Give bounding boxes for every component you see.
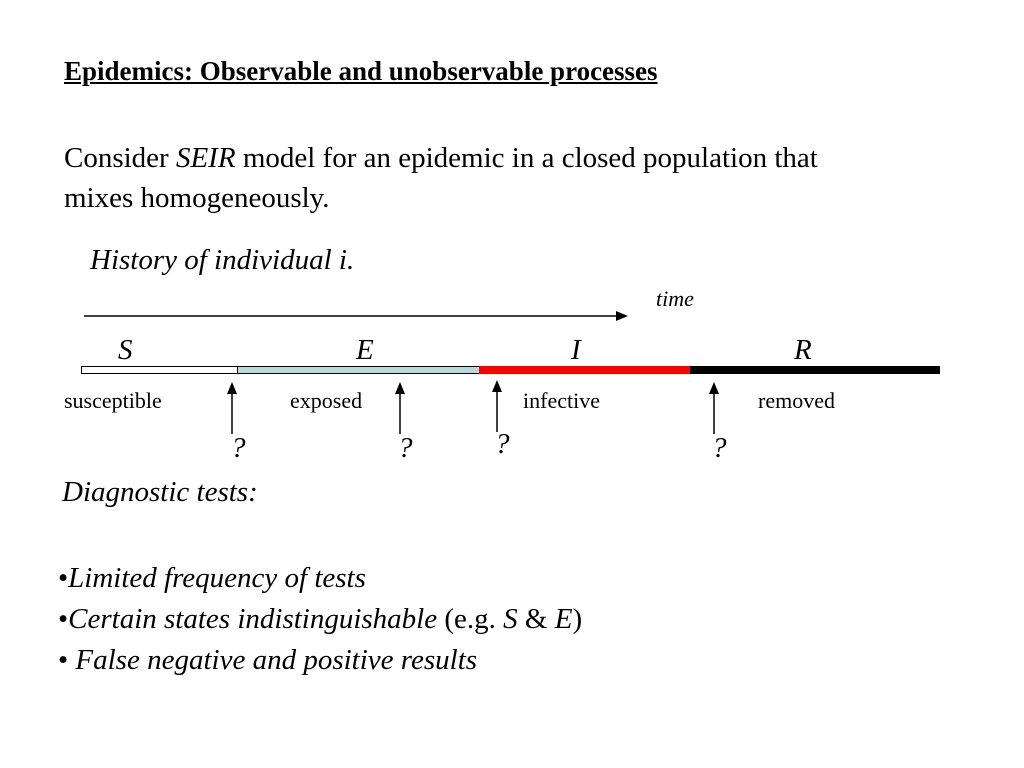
label-susceptible: susceptible [64,388,162,413]
label-exposed: exposed [290,388,363,413]
segment-infective [479,366,690,374]
bullet-item: •Limited frequency of tests [58,562,366,595]
slide-title: Epidemics: Observable and unobservable p… [64,56,658,86]
segment-exposed [238,366,479,374]
time-arrow-icon [84,311,628,321]
up-arrow-icon [709,382,719,434]
bullet-icon: • [58,562,69,594]
up-arrow-icon [395,382,405,434]
bullet-text: Certain states indistinguishable [68,603,438,635]
bullet-text-open: (e.g. [437,603,504,635]
bullet-icon: • [58,644,69,676]
intro-text: Consider SEIR model for an epidemic in a… [64,138,818,218]
question-mark: ? [495,428,510,460]
bullet-item: • False negative and positive results [58,644,477,677]
question-mark: ? [398,432,413,464]
segment-susceptible [81,366,238,374]
label-infective: infective [523,388,600,413]
bullet-text: False negative and positive results [75,644,478,676]
bullet-text-s: S [503,603,518,635]
intro-model: SEIR [175,142,236,174]
state-letter-s: S [118,334,133,366]
time-label: time [656,286,694,311]
bullet-text-close: ) [572,603,583,635]
intro-line2: mixes homogeneously. [64,182,330,214]
state-letter-i: I [571,334,581,366]
segment-removed [690,366,940,374]
up-arrow-icon [492,380,502,432]
intro-suffix: model for an epidemic in a closed popula… [235,142,818,174]
bullet-text-amp: & [517,603,555,635]
question-mark: ? [231,432,246,464]
label-removed: removed [758,388,835,413]
bullet-text-e: E [554,603,573,635]
question-mark: ? [712,432,727,464]
bullet-item: •Certain states indistinguishable (e.g. … [58,603,582,636]
state-letter-e: E [356,334,374,366]
bullet-icon: • [58,603,69,635]
up-arrow-icon [227,382,237,434]
bullet-text: Limited frequency of tests [68,562,366,594]
history-label: History of individual i. [90,244,355,276]
state-letter-r: R [794,334,812,366]
intro-prefix: Consider [64,142,176,174]
diagnostics-heading: Diagnostic tests: [62,476,258,508]
